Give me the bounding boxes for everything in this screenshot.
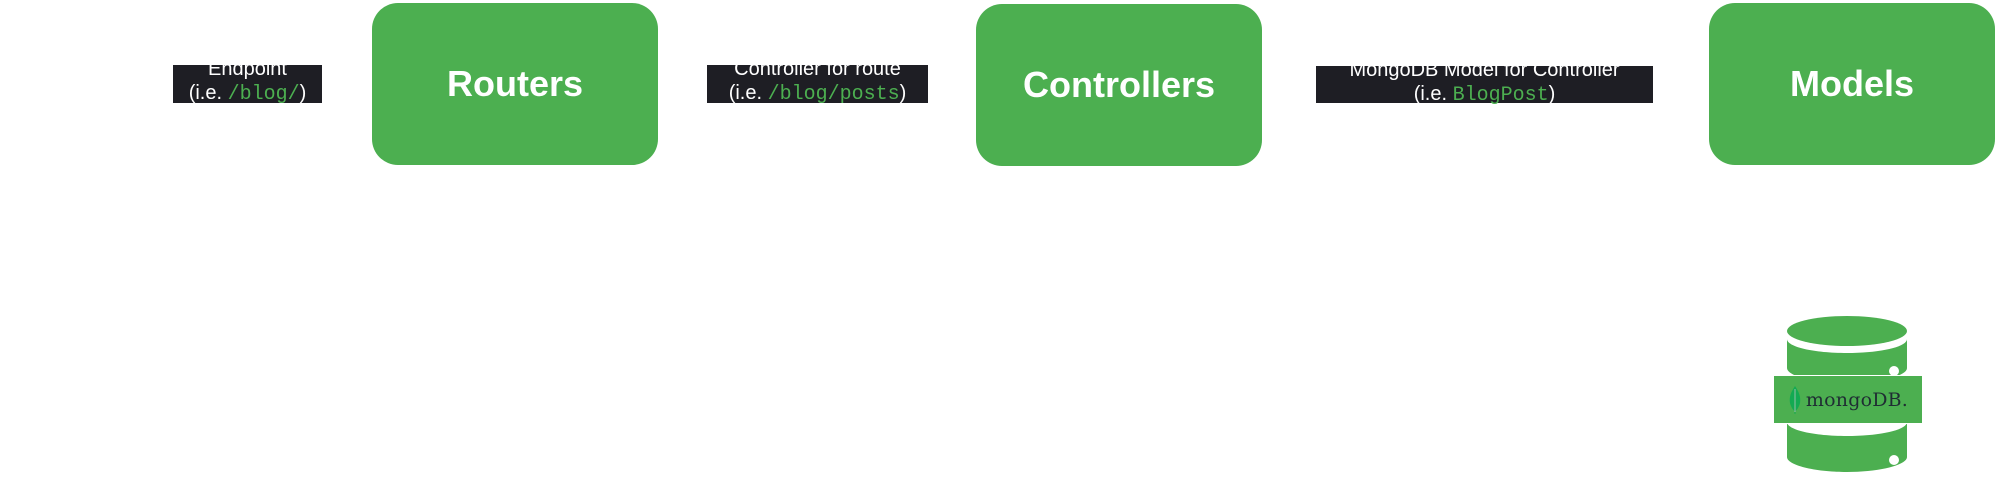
controller-route-example-prefix: (i.e. xyxy=(728,82,768,104)
model-label-example: (i.e. BlogPost) xyxy=(1316,82,1653,108)
database-icon xyxy=(1787,316,1907,472)
controller-route-example-code: /blog/posts xyxy=(767,83,900,106)
endpoint-example-code: /blog/ xyxy=(227,83,300,106)
controller-route-label-title: Controller for route xyxy=(734,58,901,80)
model-label: MongoDB Model for Controller (i.e. BlogP… xyxy=(1316,59,1653,107)
endpoint-example-suffix: ) xyxy=(299,82,307,104)
routers-node-label: Routers xyxy=(446,63,584,104)
endpoint-label-example: (i.e. /blog/) xyxy=(173,81,322,107)
model-label-title: MongoDB Model for Controller xyxy=(1349,59,1620,81)
endpoint-example-prefix: (i.e. xyxy=(188,82,228,104)
endpoint-label: Endpoint (i.e. /blog/) xyxy=(173,58,322,106)
mongodb-logo: mongoDB. xyxy=(1773,375,1923,424)
model-example-suffix: ) xyxy=(1548,83,1556,105)
controller-route-label: Controller for route (i.e. /blog/posts) xyxy=(707,58,928,106)
models-node-label: Models xyxy=(1789,63,1914,104)
mongodb-brand-text: mongoDB. xyxy=(1805,388,1909,411)
controllers-node: Controllers xyxy=(976,4,1262,166)
controllers-node-label: Controllers xyxy=(1022,64,1216,105)
controller-route-example-suffix: ) xyxy=(899,82,907,104)
mongodb-leaf-icon xyxy=(1789,385,1801,414)
endpoint-label-title: Endpoint xyxy=(208,58,287,80)
model-example-prefix: (i.e. xyxy=(1413,83,1453,105)
controller-route-label-example: (i.e. /blog/posts) xyxy=(707,81,928,107)
models-node: Models xyxy=(1709,3,1995,165)
routers-node: Routers xyxy=(372,3,658,165)
model-example-code: BlogPost xyxy=(1452,84,1549,107)
